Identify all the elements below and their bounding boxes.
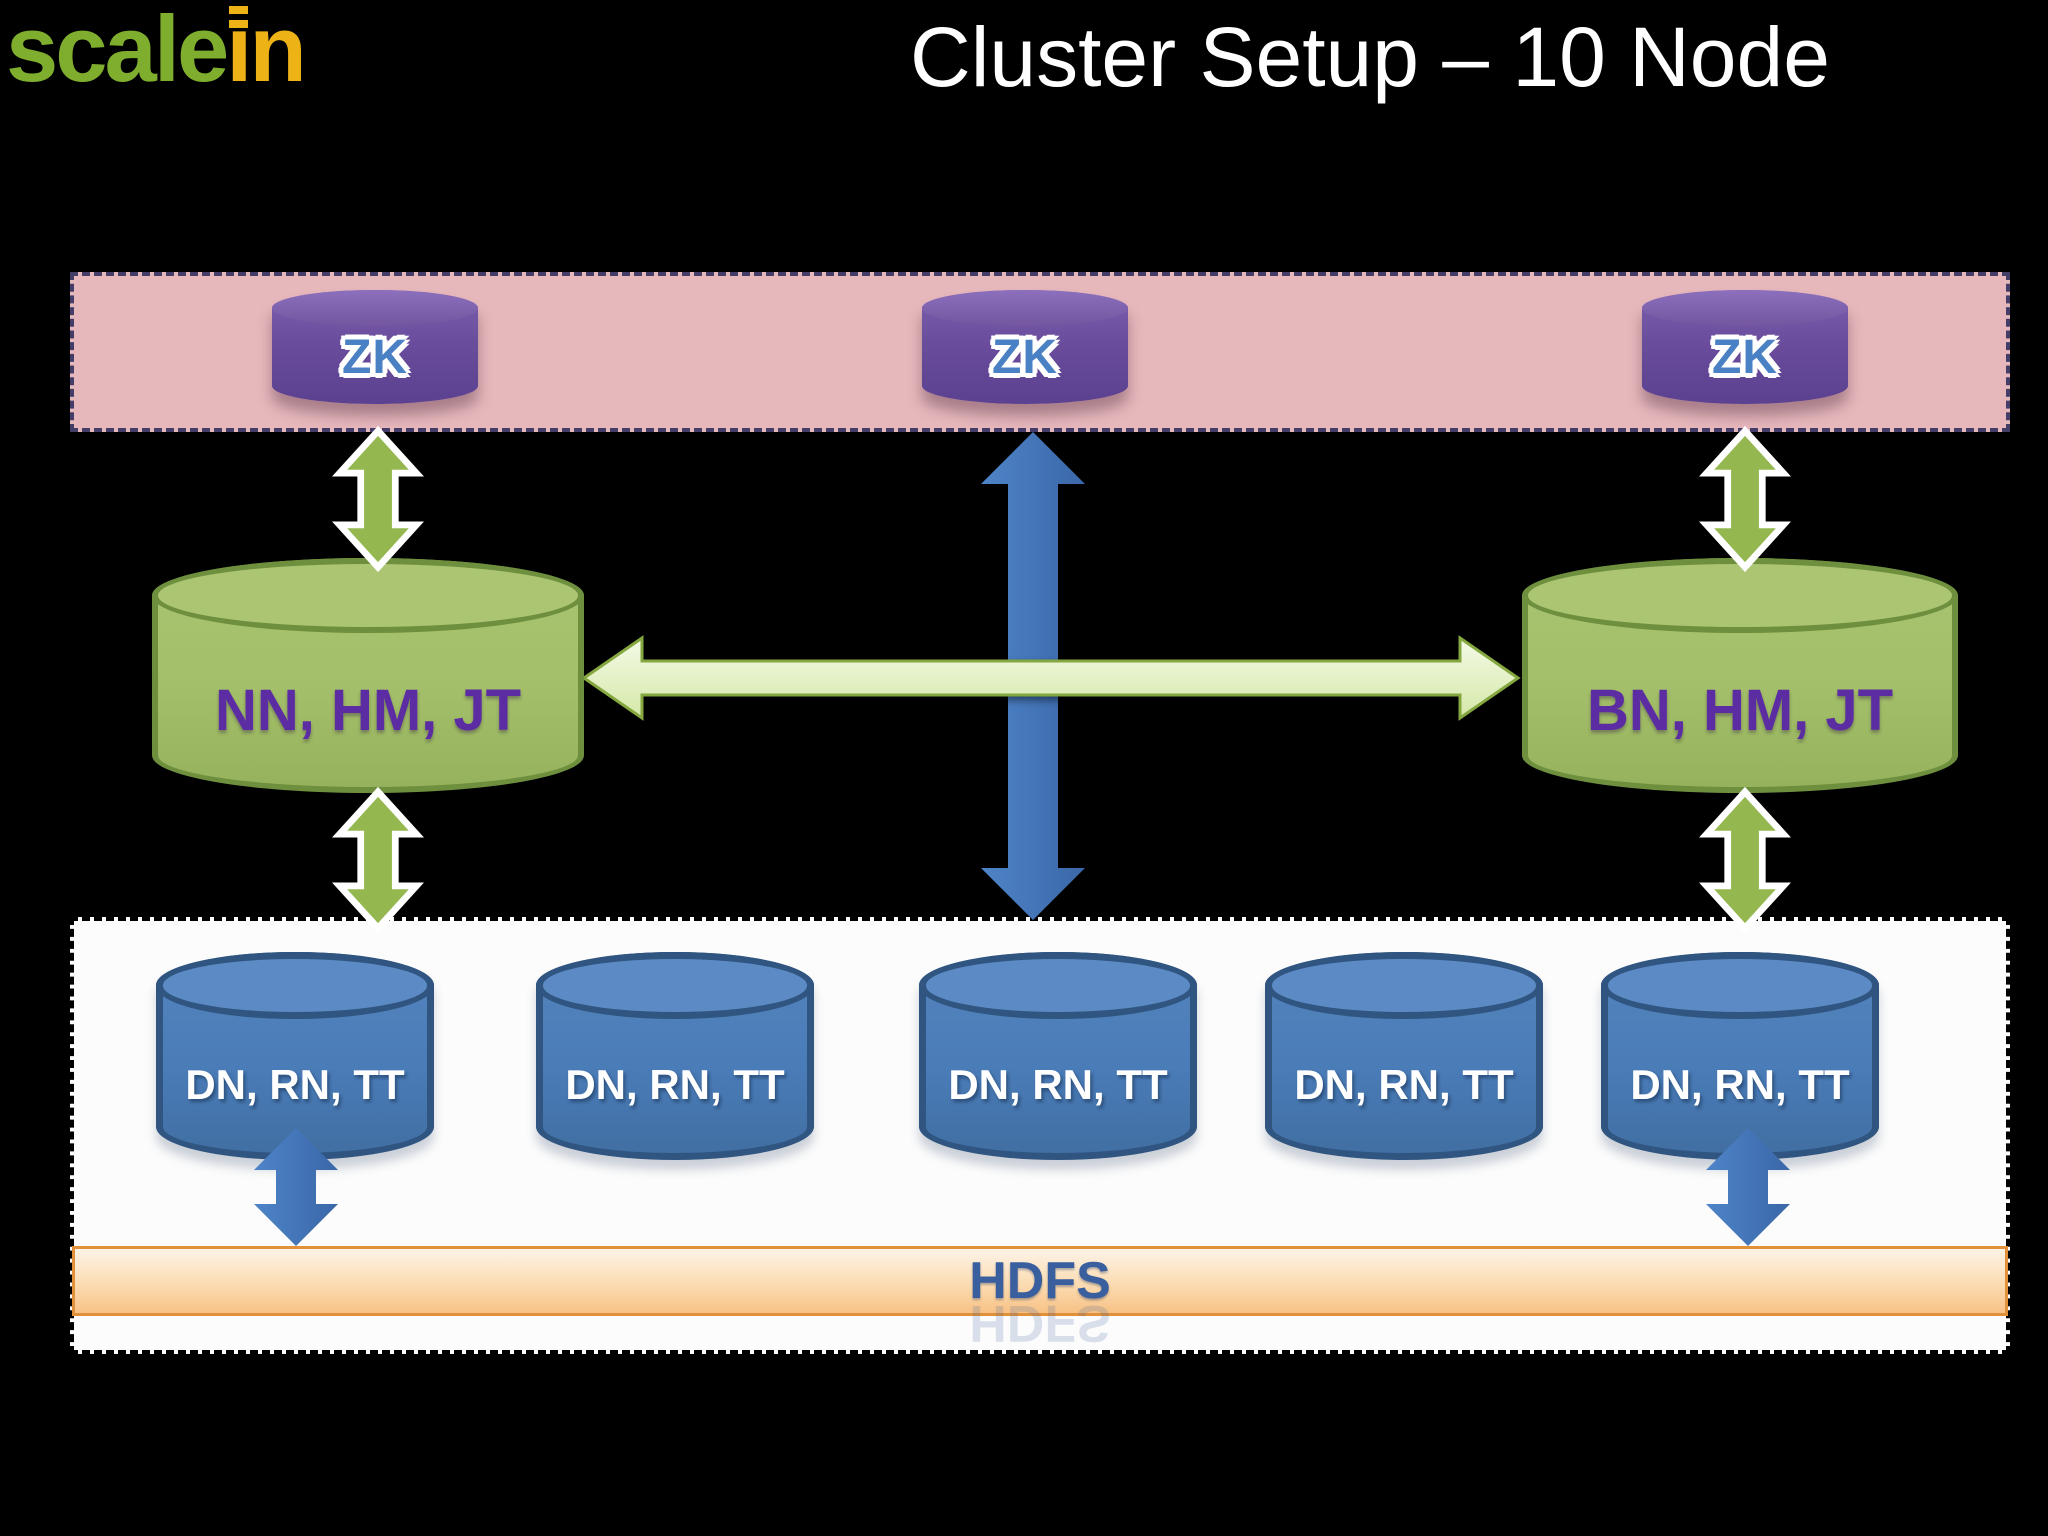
worker-cylinder-1: DN, RN, TT bbox=[156, 952, 434, 1160]
worker-cylinder-3-cap bbox=[919, 952, 1197, 1019]
hdfs-bar: HDFS HDFS bbox=[72, 1246, 2008, 1352]
zk-cylinder-2-cap bbox=[922, 290, 1128, 327]
nn-cylinder-label: NN, HM, JT bbox=[214, 678, 522, 744]
zk-cylinder-2-label: ZK bbox=[992, 330, 1058, 384]
bn-workers-arrow bbox=[1699, 786, 1791, 934]
zk-cylinder-1-cap bbox=[272, 290, 478, 327]
scalein-logo: scalein bbox=[6, 0, 307, 108]
zk-bn-arrow bbox=[1699, 425, 1791, 573]
zk-cylinder-3: ZK bbox=[1642, 290, 1848, 404]
logo-i-glyph: i bbox=[224, 0, 255, 108]
worker-cylinder-2-label: DN, RN, TT bbox=[565, 1061, 785, 1109]
slide-title: Cluster Setup – 10 Node bbox=[910, 10, 1830, 104]
worker-cylinder-4-cap bbox=[1265, 952, 1543, 1019]
zk-cylinder-3-cap bbox=[1642, 290, 1848, 327]
worker-cylinder-4-label: DN, RN, TT bbox=[1294, 1061, 1514, 1109]
logo-n-text: n bbox=[249, 0, 306, 101]
zk-cylinder-1-label: ZK bbox=[342, 330, 408, 384]
nn-workers-arrow bbox=[332, 786, 424, 934]
hdfs-label-wrap: HDFS HDFS bbox=[969, 1252, 1111, 1352]
nn-bn-horizontal-arrow bbox=[581, 635, 1521, 721]
logo-scale-text: scale bbox=[6, 0, 229, 101]
worker-cylinder-5-cap bbox=[1601, 952, 1879, 1019]
nn-hm-jt-cylinder: NN, HM, JT bbox=[152, 558, 584, 793]
zk-cylinder-2: ZK bbox=[922, 290, 1128, 404]
worker-cylinder-4: DN, RN, TT bbox=[1265, 952, 1543, 1160]
worker5-hdfs-arrow bbox=[1706, 1128, 1790, 1246]
worker-cylinder-1-label: DN, RN, TT bbox=[185, 1061, 405, 1109]
zk-cylinder-3-label: ZK bbox=[1712, 330, 1778, 384]
hdfs-label: HDFS bbox=[969, 1252, 1111, 1310]
worker-cylinder-2: DN, RN, TT bbox=[536, 952, 814, 1160]
bn-cylinder-label: BN, HM, JT bbox=[1586, 678, 1894, 744]
zk-nn-arrow bbox=[332, 425, 424, 573]
worker-cylinder-5: DN, RN, TT bbox=[1601, 952, 1879, 1160]
worker-cylinder-2-cap bbox=[536, 952, 814, 1019]
worker1-hdfs-arrow bbox=[254, 1128, 338, 1246]
hdfs-label-reflection: HDFS bbox=[969, 1294, 1111, 1352]
worker-cylinder-3-label: DN, RN, TT bbox=[948, 1061, 1168, 1109]
worker-cylinder-5-label: DN, RN, TT bbox=[1630, 1061, 1850, 1109]
worker-cylinder-1-cap bbox=[156, 952, 434, 1019]
bn-hm-jt-cylinder: BN, HM, JT bbox=[1522, 558, 1958, 793]
worker-cylinder-3: DN, RN, TT bbox=[919, 952, 1197, 1160]
zk-cylinder-1: ZK bbox=[272, 290, 478, 404]
